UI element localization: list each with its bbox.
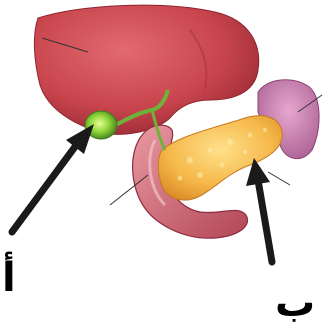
pancreas-icon bbox=[158, 116, 282, 200]
arrow-b-icon bbox=[246, 158, 272, 262]
arrow-a-icon bbox=[12, 124, 94, 232]
liver-icon bbox=[34, 5, 258, 134]
label-a: أ bbox=[2, 258, 16, 298]
pancreas-leader-line bbox=[268, 172, 290, 185]
label-b: ب bbox=[275, 283, 315, 323]
